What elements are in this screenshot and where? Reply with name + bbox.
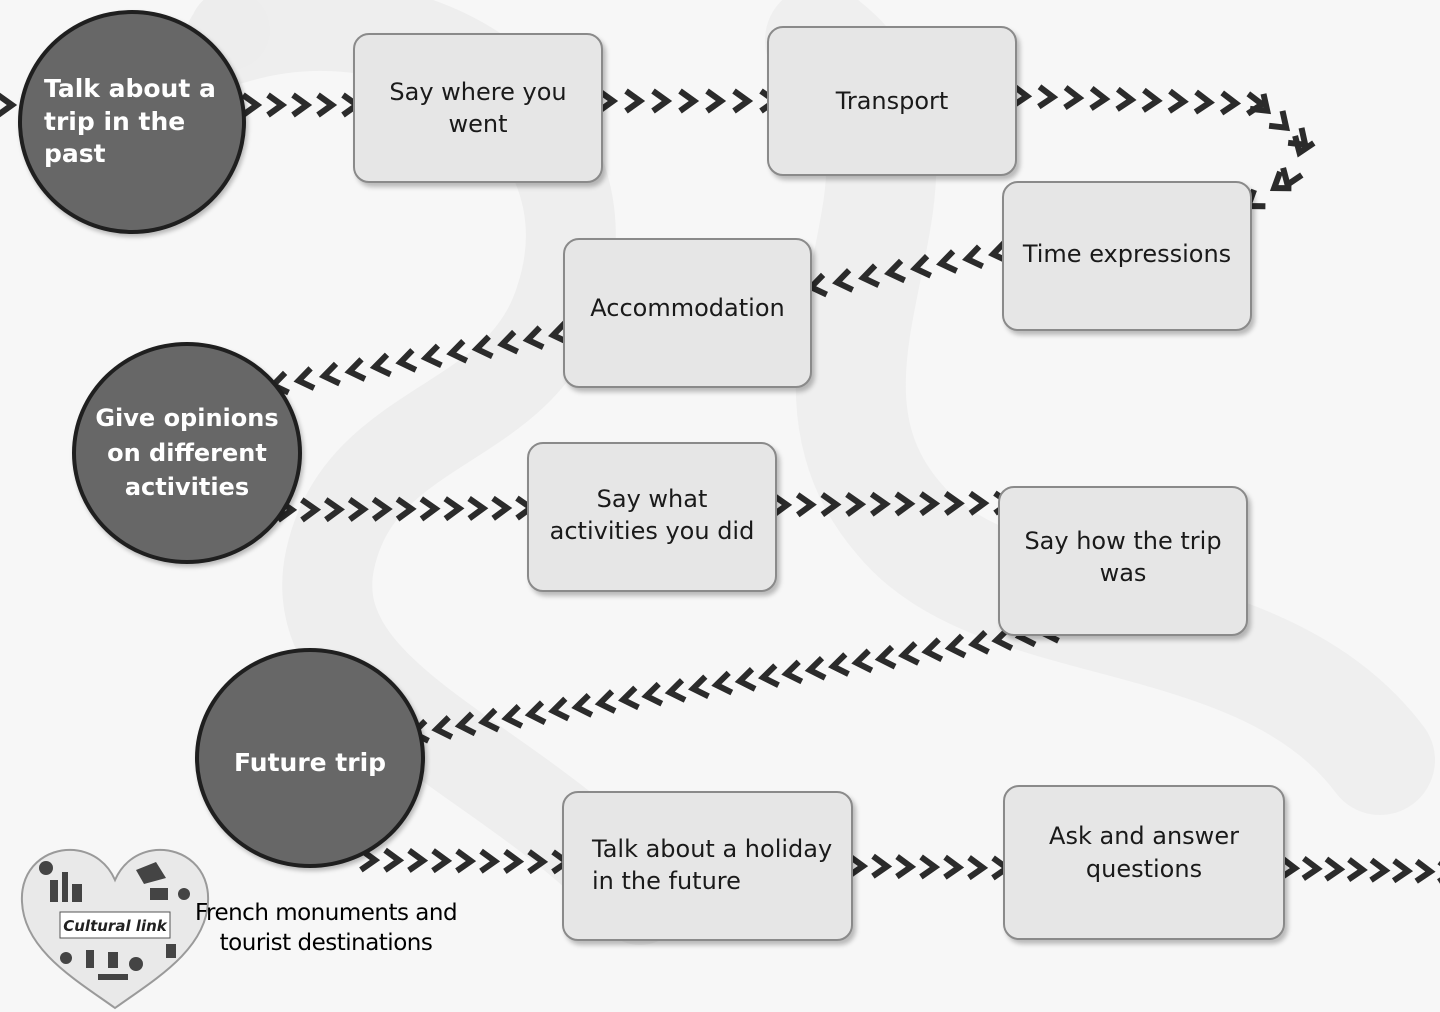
node-say-where-you-went-label: Say where you went bbox=[389, 77, 567, 138]
node-transport: Transport bbox=[767, 26, 1017, 176]
node-ask-answer-questions-label: Ask and answer questions bbox=[1049, 822, 1239, 883]
node-holiday-future-label: Talk about a holiday in the future bbox=[592, 834, 833, 895]
node-accommodation: Accommodation bbox=[563, 238, 812, 388]
node-time-expressions: Time expressions bbox=[1002, 181, 1252, 331]
node-say-what-activities-label: Say what activities you did bbox=[549, 484, 755, 545]
cultural-link-caption: French monuments and tourist destination… bbox=[194, 900, 458, 957]
node-holiday-future: Talk about a holiday in the future bbox=[562, 791, 853, 941]
cultural-link-badge-text: Cultural link bbox=[63, 917, 168, 935]
node-ask-answer-questions: Ask and answer questions bbox=[1003, 785, 1285, 940]
node-say-how-trip-was: Say how the trip was bbox=[998, 486, 1248, 636]
node-accommodation-label: Accommodation bbox=[590, 293, 785, 322]
node-future-trip: Future trip bbox=[195, 648, 425, 868]
node-transport-label: Transport bbox=[835, 86, 949, 115]
cultural-link-heart-logo: Cultural link bbox=[20, 848, 210, 1010]
node-say-how-trip-was-label: Say how the trip was bbox=[1024, 526, 1222, 587]
node-say-what-activities: Say what activities you did bbox=[527, 442, 777, 592]
node-trip-in-past-label: Talk about a trip in the past bbox=[44, 74, 216, 169]
node-time-expressions-label: Time expressions bbox=[1022, 239, 1232, 268]
node-say-where-you-went: Say where you went bbox=[353, 33, 603, 183]
node-give-opinions-label: Give opinions on different activities bbox=[95, 403, 279, 502]
node-trip-in-past: Talk about a trip in the past bbox=[18, 10, 246, 234]
node-give-opinions: Give opinions on different activities bbox=[72, 342, 302, 564]
node-future-trip-label: Future trip bbox=[233, 747, 387, 777]
